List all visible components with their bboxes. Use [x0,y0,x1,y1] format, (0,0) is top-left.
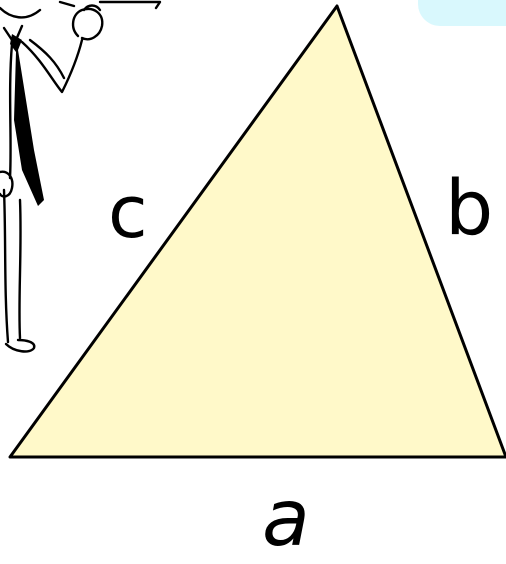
speech-bubble-corner [418,0,506,26]
tie-icon [10,34,44,206]
triangle [8,4,506,459]
cartoon-teacher-icon [0,0,162,353]
side-label-a: a [262,474,310,564]
side-label-b: b [445,163,494,252]
diagram-canvas [0,0,506,459]
side-label-c: c [108,170,148,254]
